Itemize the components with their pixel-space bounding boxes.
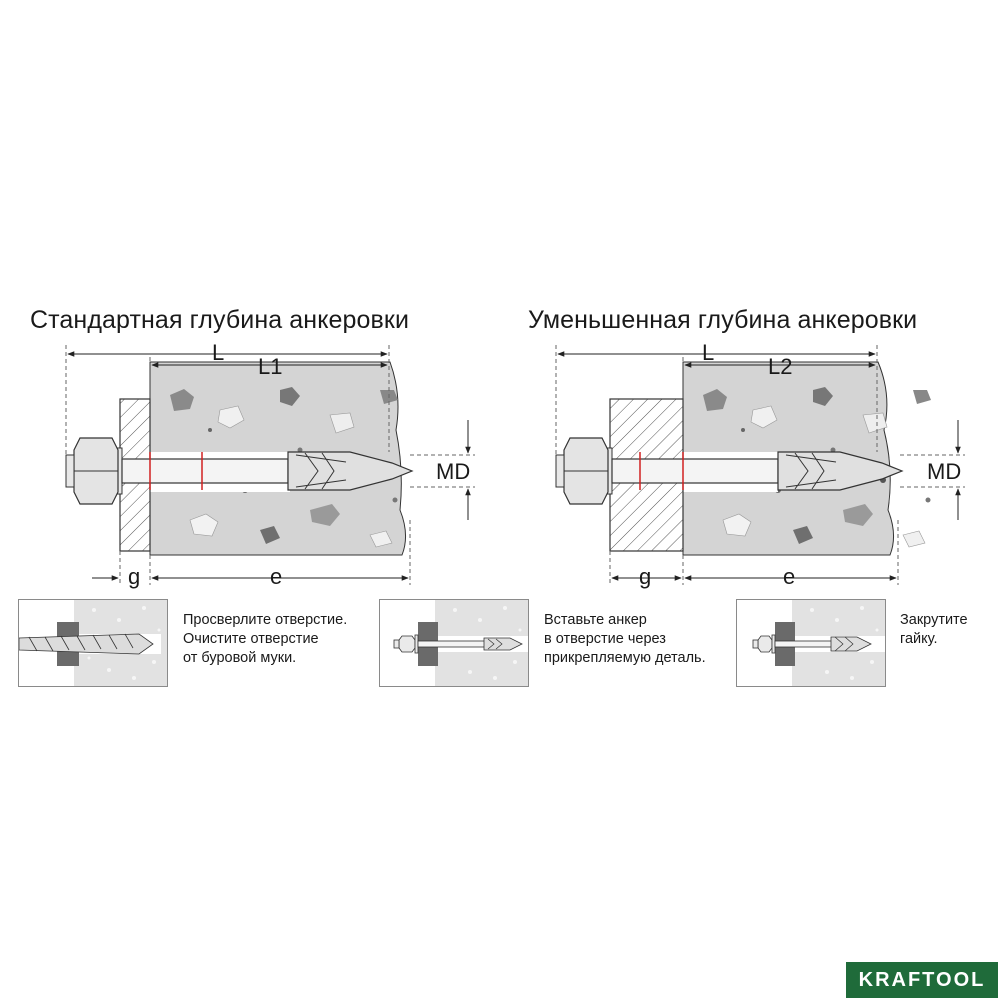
anchor-diagrams: L L1 MD g e L L2 — [65, 340, 965, 589]
title-standard-depth: Стандартная глубина анкеровки — [30, 306, 410, 334]
step-2-illustration — [379, 599, 529, 687]
step-3-instruction: Закрутите гайку. — [900, 612, 968, 647]
step-1-illustration — [18, 599, 168, 687]
dim-L-right: L — [702, 340, 714, 365]
dim-L2: L2 — [768, 354, 792, 379]
step-2-instruction: Вставьте анкер в отверстие через прикреп… — [544, 612, 706, 666]
step-3-illustration — [736, 599, 886, 687]
kraftool-logo: KRAFTOOL — [846, 962, 998, 998]
diagram-reduced: L L2 MD g e — [555, 340, 965, 589]
dim-g-left: g — [128, 564, 140, 589]
dim-MD-right: MD — [927, 459, 961, 484]
dim-e-left: e — [270, 564, 282, 589]
dim-g-right: g — [639, 564, 651, 589]
dim-L1: L1 — [258, 354, 282, 379]
dim-L-left: L — [212, 340, 224, 365]
dim-e-right: e — [783, 564, 795, 589]
step-1-instruction: Просверлите отверстие. Очистите отверсти… — [183, 612, 348, 666]
diagram-standard: L L1 MD g e — [65, 340, 475, 589]
title-reduced-depth: Уменьшенная глубина анкеровки — [528, 306, 918, 334]
dim-MD-left: MD — [436, 459, 470, 484]
